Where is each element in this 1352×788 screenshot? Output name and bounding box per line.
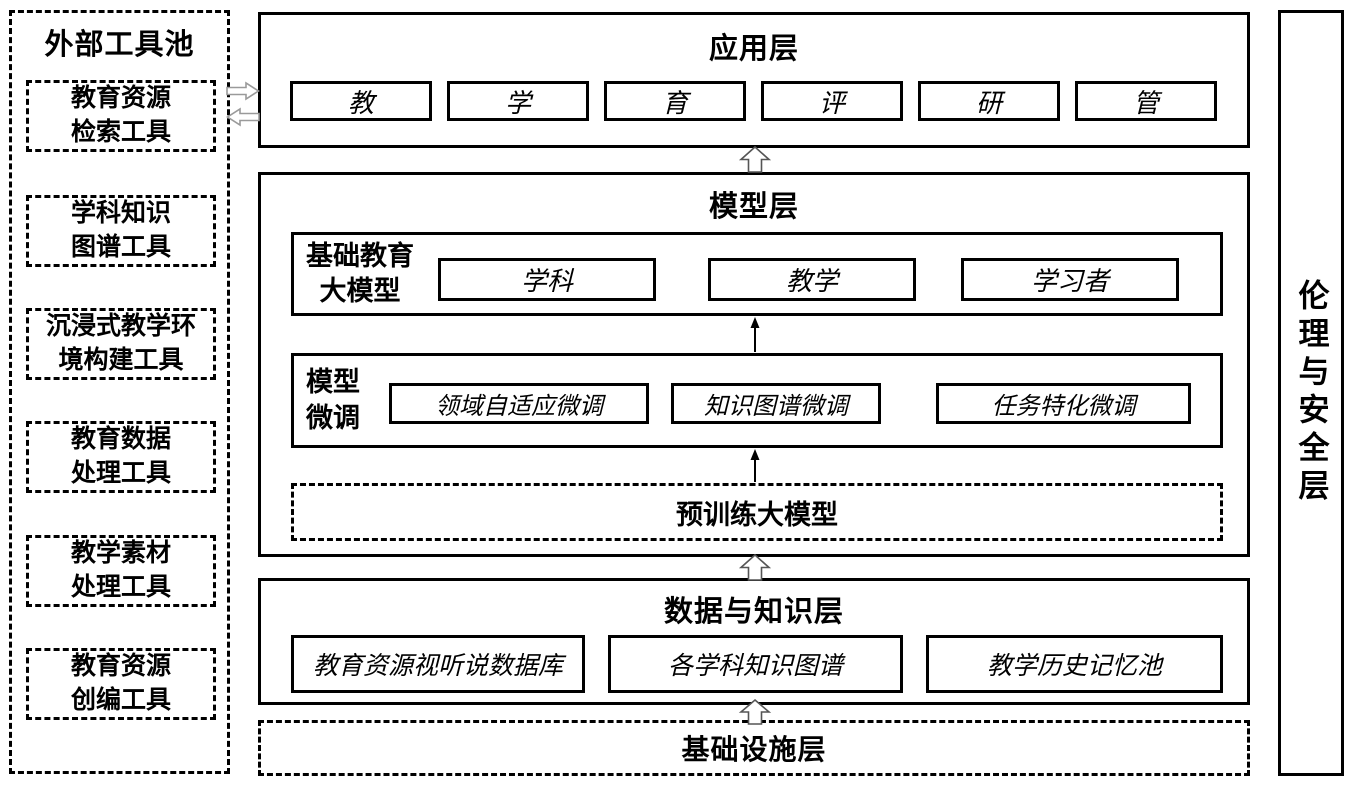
fine-tuning-label: 模型 微调 <box>306 367 360 433</box>
right-arrow-icon <box>226 81 260 101</box>
app-item-learn: 学 <box>447 81 589 121</box>
tool-immersive-environment: 沉浸式教学环 境构建工具 <box>26 308 216 380</box>
model-layer-title: 模型层 <box>708 191 799 223</box>
app-item-teach: 教 <box>290 81 432 121</box>
external-tools-panel: 外部工具池 教育资源 检索工具 学科知识 图谱工具 沉浸式教学环 境构建工具 教… <box>9 10 230 774</box>
layer-application: 应用层 教 学 育 评 研 管 <box>258 12 1250 148</box>
tool-resource-authoring: 教育资源 创编工具 <box>26 648 216 720</box>
finetune-knowledge-graph: 知识图谱微调 <box>671 383 881 424</box>
up-arrow-icon <box>738 553 772 581</box>
up-arrow-icon <box>750 317 760 352</box>
tool-resource-retrieval: 教育资源 检索工具 <box>26 80 216 152</box>
external-tools-title: 外部工具池 <box>44 29 195 61</box>
base-model-group: 基础教育 大模型 学科 教学 学习者 <box>291 232 1223 316</box>
data-subject-knowledge-graphs: 各学科知识图谱 <box>608 635 903 693</box>
tool-education-data-processing: 教育数据 处理工具 <box>26 421 216 493</box>
layer-ethics-safety: 伦理与安全层 <box>1278 10 1344 776</box>
base-model-label: 基础教育 大模型 <box>306 240 414 306</box>
application-layer-title: 应用层 <box>708 33 799 65</box>
app-item-research: 研 <box>918 81 1060 121</box>
application-items-row: 教 学 育 评 研 管 <box>290 81 1217 121</box>
fine-tuning-group: 模型 微调 领域自适应微调 知识图谱微调 任务特化微调 <box>291 353 1223 448</box>
tool-subject-knowledge-graph: 学科知识 图谱工具 <box>26 195 216 267</box>
app-item-nurture: 育 <box>604 81 746 121</box>
left-arrow-icon <box>226 107 260 127</box>
base-model-learner: 学习者 <box>961 258 1179 301</box>
layer-infrastructure: 基础设施层 <box>258 720 1250 776</box>
app-item-evaluate: 评 <box>761 81 903 121</box>
data-av-database: 教育资源视听说数据库 <box>291 635 585 693</box>
finetune-domain-adaptive: 领域自适应微调 <box>389 383 649 424</box>
data-layer-title: 数据与知识层 <box>663 596 844 628</box>
base-model-teaching: 教学 <box>708 258 916 301</box>
app-item-manage: 管 <box>1075 81 1217 121</box>
layer-data-knowledge: 数据与知识层 教育资源视听说数据库 各学科知识图谱 教学历史记忆池 <box>258 578 1250 705</box>
up-arrow-icon <box>750 449 760 482</box>
data-teaching-history-memory: 教学历史记忆池 <box>926 635 1223 693</box>
tool-teaching-material-processing: 教学素材 处理工具 <box>26 535 216 607</box>
finetune-task-specialized: 任务特化微调 <box>936 383 1191 424</box>
pretrained-model-box: 预训练大模型 <box>291 483 1223 541</box>
layer-model: 模型层 基础教育 大模型 学科 教学 学习者 模型 微调 领域自适应微调 知识图… <box>258 172 1250 557</box>
up-arrow-icon <box>738 145 772 173</box>
infrastructure-layer-title: 基础设施层 <box>681 734 827 765</box>
up-arrow-icon <box>738 698 772 725</box>
ethics-layer-title: 伦理与安全层 <box>1293 279 1329 507</box>
base-model-subject: 学科 <box>438 258 656 301</box>
